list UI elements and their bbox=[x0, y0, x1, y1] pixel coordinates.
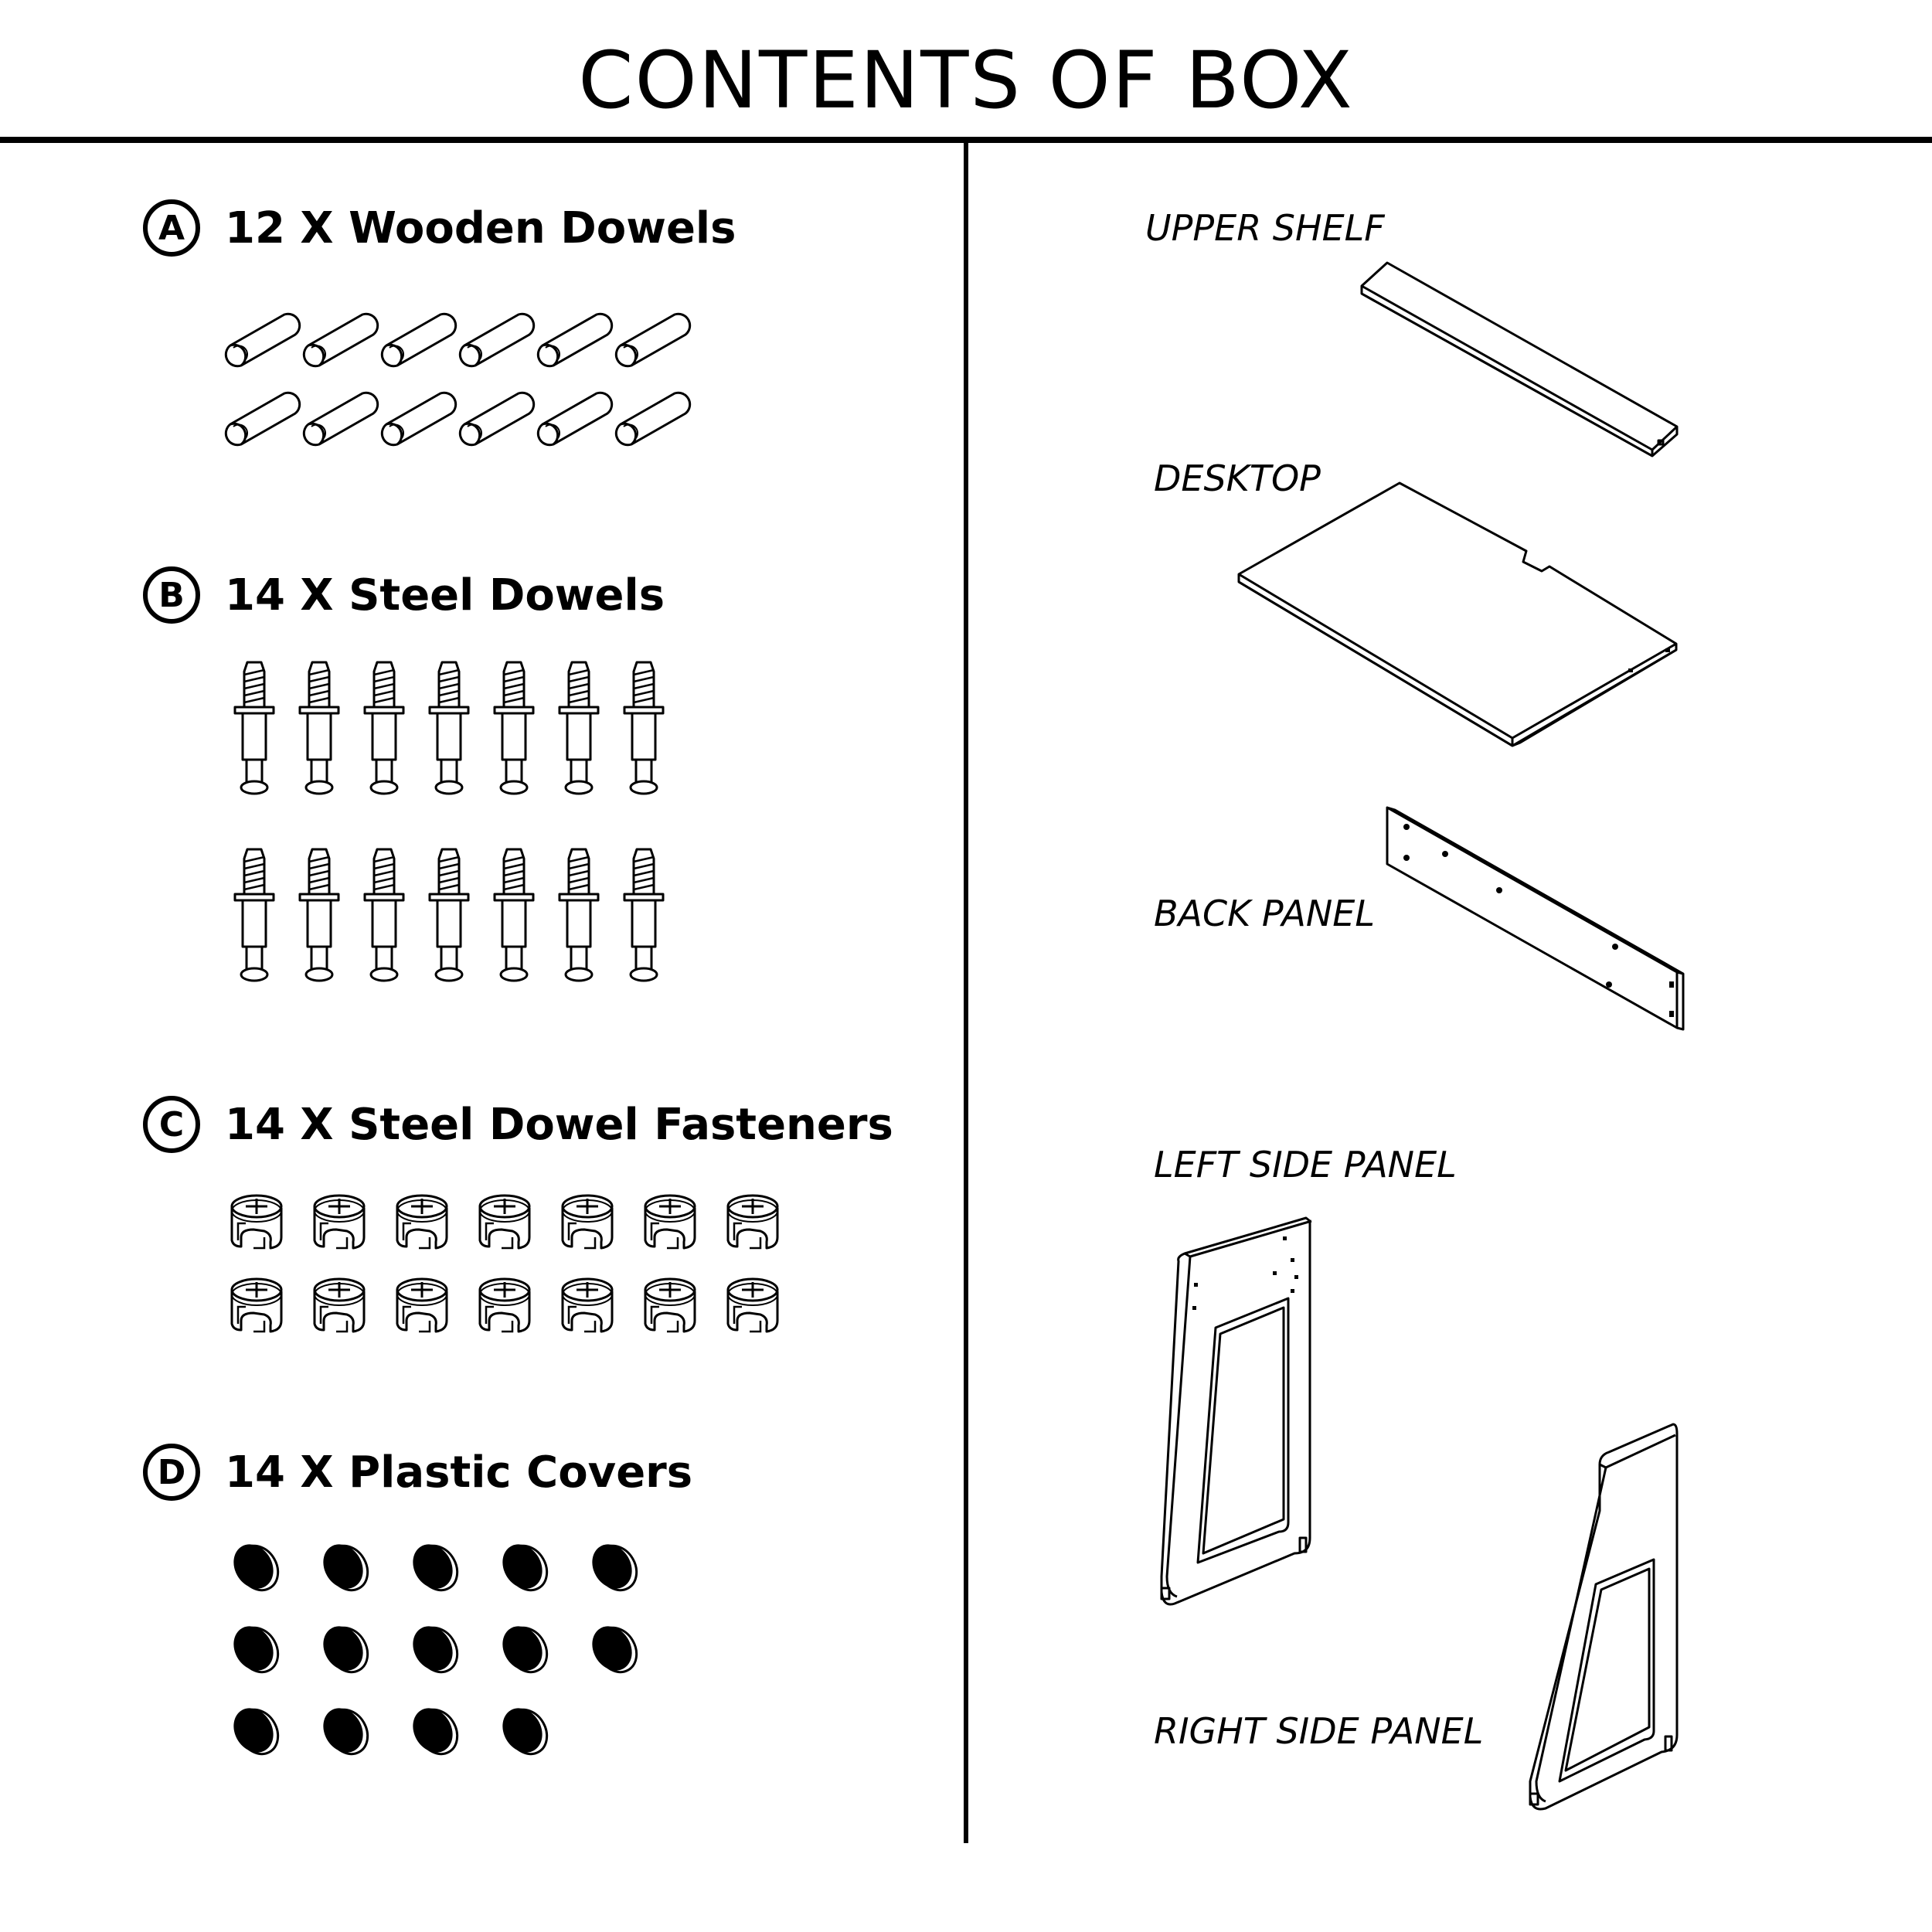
left-side-panel-label: LEFT SIDE PANEL bbox=[1154, 1144, 1457, 1185]
header-divider bbox=[0, 137, 1932, 143]
cam-lock-fastener-icon bbox=[230, 1277, 283, 1333]
section-c-badge: C bbox=[143, 1096, 200, 1153]
cam-lock-fastener-icon bbox=[396, 1194, 448, 1250]
section-c-heading: C 14 X Steel Dowel Fasteners bbox=[143, 1094, 893, 1155]
steel-dowel-icon bbox=[558, 848, 600, 982]
plastic-cover-icon bbox=[502, 1544, 549, 1592]
wooden-dowel-icon bbox=[224, 312, 301, 368]
wooden-dowel-icon bbox=[380, 312, 457, 368]
steel-dowel-icon bbox=[558, 661, 600, 795]
plastic-cover-icon bbox=[592, 1544, 638, 1592]
section-b-heading: B 14 X Steel Dowels bbox=[143, 564, 665, 626]
steel-dowel-fasteners-group bbox=[230, 1194, 779, 1333]
section-b-title: 14 X Steel Dowels bbox=[225, 570, 665, 621]
page-title: CONTENTS OF BOX bbox=[578, 35, 1354, 127]
wooden-dowels-group bbox=[224, 312, 692, 447]
section-a-badge: A bbox=[143, 199, 200, 257]
steel-dowels-group bbox=[233, 661, 665, 982]
steel-dowel-icon bbox=[623, 661, 665, 795]
section-c-title: 14 X Steel Dowel Fasteners bbox=[225, 1099, 893, 1150]
steel-dowel-icon bbox=[428, 661, 470, 795]
plastic-cover-icon bbox=[323, 1708, 369, 1756]
section-a-title: 12 X Wooden Dowels bbox=[225, 202, 736, 253]
plastic-cover-icon bbox=[592, 1626, 638, 1674]
section-d-heading: D 14 X Plastic Covers bbox=[143, 1441, 692, 1503]
wooden-dowel-icon bbox=[458, 312, 536, 368]
steel-dowel-icon bbox=[298, 848, 340, 982]
cam-lock-fastener-icon bbox=[230, 1194, 283, 1250]
plastic-cover-icon bbox=[502, 1626, 549, 1674]
cam-lock-fastener-icon bbox=[644, 1277, 696, 1333]
back-panel-icon bbox=[1386, 806, 1685, 1031]
wooden-dowel-icon bbox=[614, 312, 692, 368]
plastic-cover-icon bbox=[323, 1544, 369, 1592]
wooden-dowel-icon bbox=[302, 312, 379, 368]
wooden-dowel-icon bbox=[380, 391, 457, 447]
wooden-dowel-icon bbox=[536, 312, 614, 368]
steel-dowel-icon bbox=[363, 848, 405, 982]
column-divider bbox=[964, 143, 968, 1843]
right-side-panel-label: RIGHT SIDE PANEL bbox=[1154, 1710, 1484, 1752]
back-panel-label: BACK PANEL bbox=[1154, 893, 1375, 934]
wooden-dowel-icon bbox=[302, 391, 379, 447]
steel-dowel-icon bbox=[298, 661, 340, 795]
steel-dowel-icon bbox=[623, 848, 665, 982]
section-d-badge: D bbox=[143, 1444, 200, 1501]
cam-lock-fastener-icon bbox=[478, 1194, 531, 1250]
steel-dowel-icon bbox=[233, 661, 275, 795]
wooden-dowel-icon bbox=[458, 391, 536, 447]
wooden-dowel-icon bbox=[224, 391, 301, 447]
plastic-cover-icon bbox=[413, 1626, 459, 1674]
plastic-cover-icon bbox=[413, 1708, 459, 1756]
cam-lock-fastener-icon bbox=[478, 1277, 531, 1333]
plastic-covers-group bbox=[233, 1544, 638, 1756]
steel-dowel-icon bbox=[233, 848, 275, 982]
plastic-cover-icon bbox=[233, 1708, 280, 1756]
section-b-badge: B bbox=[143, 566, 200, 624]
cam-lock-fastener-icon bbox=[561, 1194, 614, 1250]
right-side-panel-icon bbox=[1529, 1423, 1679, 1811]
wooden-dowel-icon bbox=[536, 391, 614, 447]
cam-lock-fastener-icon bbox=[396, 1277, 448, 1333]
plastic-cover-icon bbox=[233, 1544, 280, 1592]
left-side-panel-icon bbox=[1160, 1216, 1312, 1606]
plastic-cover-icon bbox=[233, 1626, 280, 1674]
plastic-cover-icon bbox=[502, 1708, 549, 1756]
steel-dowel-icon bbox=[493, 848, 535, 982]
plastic-cover-icon bbox=[323, 1626, 369, 1674]
cam-lock-fastener-icon bbox=[726, 1194, 779, 1250]
plastic-cover-icon bbox=[413, 1544, 459, 1592]
steel-dowel-icon bbox=[363, 661, 405, 795]
section-a-heading: A 12 X Wooden Dowels bbox=[143, 197, 736, 259]
desktop-icon bbox=[1237, 481, 1678, 747]
cam-lock-fastener-icon bbox=[313, 1194, 366, 1250]
wooden-dowel-icon bbox=[614, 391, 692, 447]
cam-lock-fastener-icon bbox=[561, 1277, 614, 1333]
upper-shelf-icon bbox=[1360, 261, 1679, 457]
section-d-title: 14 X Plastic Covers bbox=[225, 1447, 693, 1498]
cam-lock-fastener-icon bbox=[644, 1194, 696, 1250]
upper-shelf-label: UPPER SHELF bbox=[1145, 207, 1385, 249]
desktop-label: DESKTOP bbox=[1154, 457, 1321, 499]
cam-lock-fastener-icon bbox=[726, 1277, 779, 1333]
steel-dowel-icon bbox=[428, 848, 470, 982]
steel-dowel-icon bbox=[493, 661, 535, 795]
cam-lock-fastener-icon bbox=[313, 1277, 366, 1333]
